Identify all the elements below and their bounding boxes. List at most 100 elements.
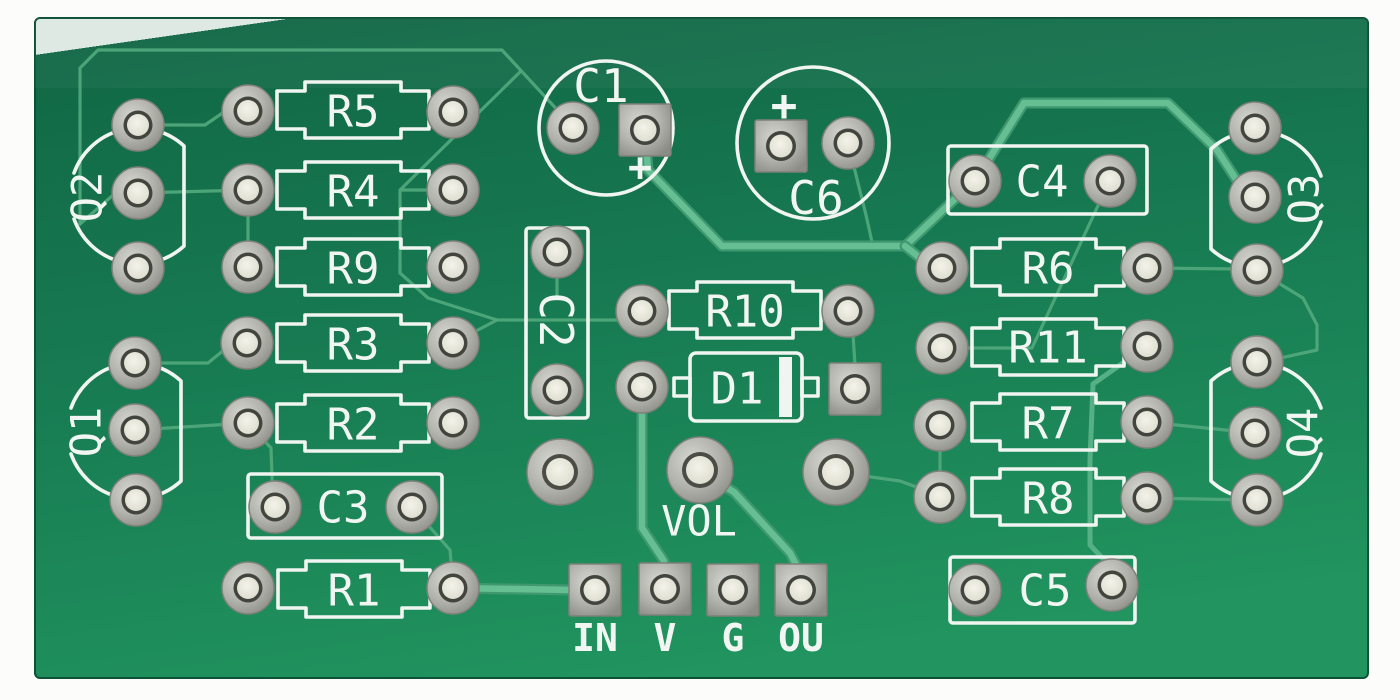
label-d1: D1: [711, 364, 764, 415]
pad-conn-v: [638, 562, 692, 616]
diode-lead-left: [672, 376, 692, 398]
pad-q3-3: [1230, 243, 1284, 297]
label-r10: R10: [705, 287, 784, 338]
pad-r5-left: [221, 84, 275, 138]
label-pin-in: IN: [572, 616, 618, 660]
label-q4: Q4: [1279, 408, 1328, 459]
pad-c2-top: [530, 225, 584, 279]
label-r6: R6: [1022, 244, 1075, 295]
capacitor-outline-c1: [537, 59, 675, 197]
pad-d1-cathode: [828, 362, 882, 416]
label-r11: R11: [1008, 323, 1087, 374]
pad-q1-3: [109, 473, 163, 527]
copper-trace-thick: [641, 99, 1259, 250]
transistor-outline-q1: [69, 361, 183, 501]
pad-q3-2: [1228, 170, 1282, 224]
pad-r3-right: [426, 316, 480, 370]
label-c5: C5: [1019, 566, 1072, 617]
pad-r8-right: [1120, 471, 1174, 525]
transistor-outline-q4: [1209, 361, 1323, 501]
pad-q2-2: [111, 166, 165, 220]
pad-q1-2: [108, 403, 162, 457]
pad-c6-neg: [821, 116, 875, 170]
pad-r1-right: [426, 561, 480, 615]
pad-d1-anode: [615, 360, 669, 414]
label-q3: Q3: [1280, 174, 1329, 225]
pad-r11-left: [915, 321, 969, 375]
pad-r4-left: [221, 163, 275, 217]
diode-lead-right: [800, 376, 820, 398]
pad-conn-ou: [774, 563, 828, 617]
pad-r3-left: [220, 316, 274, 370]
copper-trace: [1255, 268, 1319, 364]
pad-c2-bottom: [530, 363, 584, 417]
pad-q2-3: [111, 241, 165, 295]
label-r2: R2: [327, 400, 380, 451]
label-pin-v: V: [654, 616, 677, 660]
pad-c3-left: [248, 480, 302, 534]
label-c4: C4: [1016, 157, 1069, 208]
label-r9: R9: [327, 244, 380, 295]
pad-vol-1: [526, 438, 594, 506]
pad-c4-right: [1083, 154, 1137, 208]
pad-c6-pos: [754, 119, 808, 173]
pad-r5-right: [426, 85, 480, 139]
capacitor-outline-c3: [246, 472, 444, 540]
pad-r7-left: [913, 398, 967, 452]
pad-conn-in: [568, 563, 622, 617]
pad-r2-right: [426, 396, 480, 450]
pad-r9-right: [426, 240, 480, 294]
label-r1: R1: [328, 566, 381, 617]
pad-c5-right: [1085, 558, 1139, 612]
pad-conn-g: [706, 563, 760, 617]
pad-r11-right: [1120, 319, 1174, 373]
pad-vol-3: [802, 438, 870, 506]
pad-r6-right: [1120, 241, 1174, 295]
label-r8: R8: [1022, 474, 1075, 525]
pad-q1-1: [108, 336, 162, 390]
capacitor-outline-c6: [735, 65, 891, 221]
diode-cathode-band: [779, 357, 792, 417]
pad-r10-right: [821, 284, 875, 338]
pad-c3-right: [385, 480, 439, 534]
label-r7: R7: [1022, 399, 1075, 450]
silkscreen-labels: R1 R2 R3 R4 R5 R6 R7 R8 R9 R10 R11 C1 C2…: [62, 59, 1329, 660]
label-r4: R4: [327, 167, 380, 218]
pad-c5-left: [948, 563, 1002, 617]
label-q2: Q2: [63, 172, 112, 223]
pad-r6-left: [915, 241, 969, 295]
pad-r1-left: [221, 561, 275, 615]
label-c2: C2: [529, 292, 583, 347]
label-pin-ou: OU: [778, 616, 824, 660]
transistor-outline-q2: [72, 126, 186, 266]
pad-r7-right: [1120, 395, 1174, 449]
label-vol: VOL: [661, 497, 737, 546]
pad-q4-1: [1230, 335, 1284, 389]
copper-trace: [78, 48, 575, 226]
label-q1: Q1: [62, 407, 111, 458]
label-pin-g: G: [722, 616, 745, 660]
pad-r2-left: [221, 396, 275, 450]
pad-r8-left: [913, 470, 967, 524]
pad-q3-1: [1228, 101, 1282, 155]
label-c6: C6: [788, 171, 843, 225]
pad-r10-left: [615, 284, 669, 338]
label-r3: R3: [327, 320, 380, 371]
label-c3: C3: [317, 483, 370, 534]
pad-vol-2: [666, 436, 734, 504]
silkscreen-layer: [69, 59, 1323, 625]
pad-r4-right: [426, 163, 480, 217]
capacitor-outline-c4: [946, 144, 1149, 216]
pad-q4-3: [1230, 473, 1284, 527]
pad-r9-left: [221, 240, 275, 294]
pcb-board: [34, 17, 1369, 679]
label-r5: R5: [327, 87, 380, 138]
pad-q4-2: [1228, 406, 1282, 460]
scan-light-glare: [35, 18, 1368, 88]
transistor-outline-q3: [1209, 129, 1323, 269]
pad-c1-neg: [546, 101, 600, 155]
pad-c1-pos: [618, 103, 672, 157]
pad-c4-left: [948, 154, 1002, 208]
